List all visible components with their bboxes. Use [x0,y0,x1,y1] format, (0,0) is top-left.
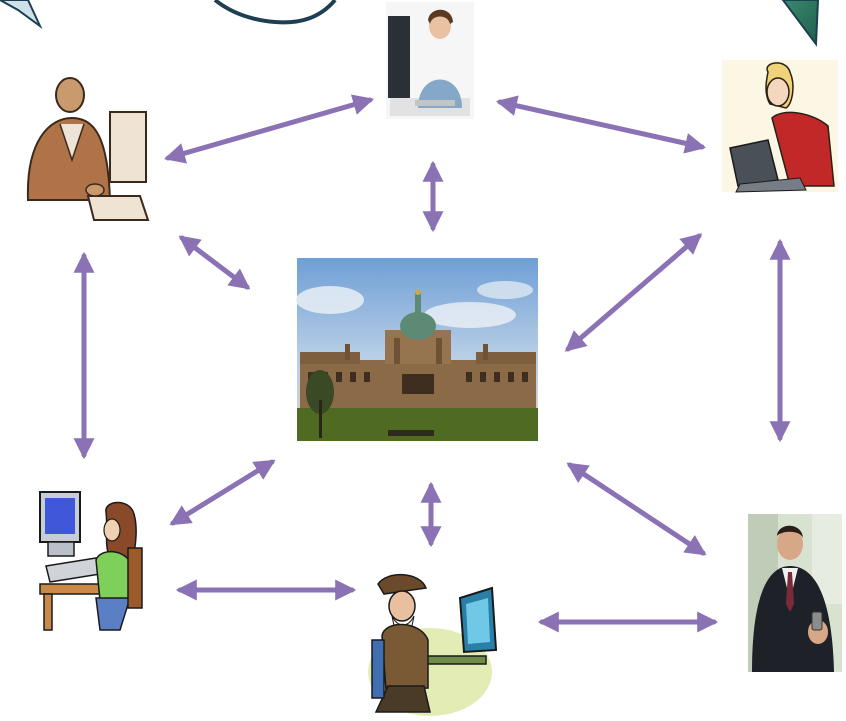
old-man-at-computer-clipart [362,562,498,718]
arrow-woman-top-to-blonde [495,95,707,154]
arrow-businessman-to-hub [566,462,707,556]
blonde-woman-laptop-clipart [722,60,838,193]
arrow-man-to-woman-top [163,94,375,164]
girl-at-computer-clipart [38,488,148,633]
connection-arrows [73,94,791,633]
arrow-girl-to-hub [169,459,276,526]
woman-at-computer-photo [386,2,474,119]
corner-swoosh-right [781,0,820,47]
businessman-with-phone-photo [748,514,842,672]
legislature-building-photo [296,258,538,441]
arrow-man-to-hub [178,235,251,290]
man-at-desktop-clipart [18,68,150,228]
corner-swoosh-left [0,0,43,30]
corner-swoosh-top [213,0,337,25]
arrow-blonde-to-hub [564,233,703,352]
